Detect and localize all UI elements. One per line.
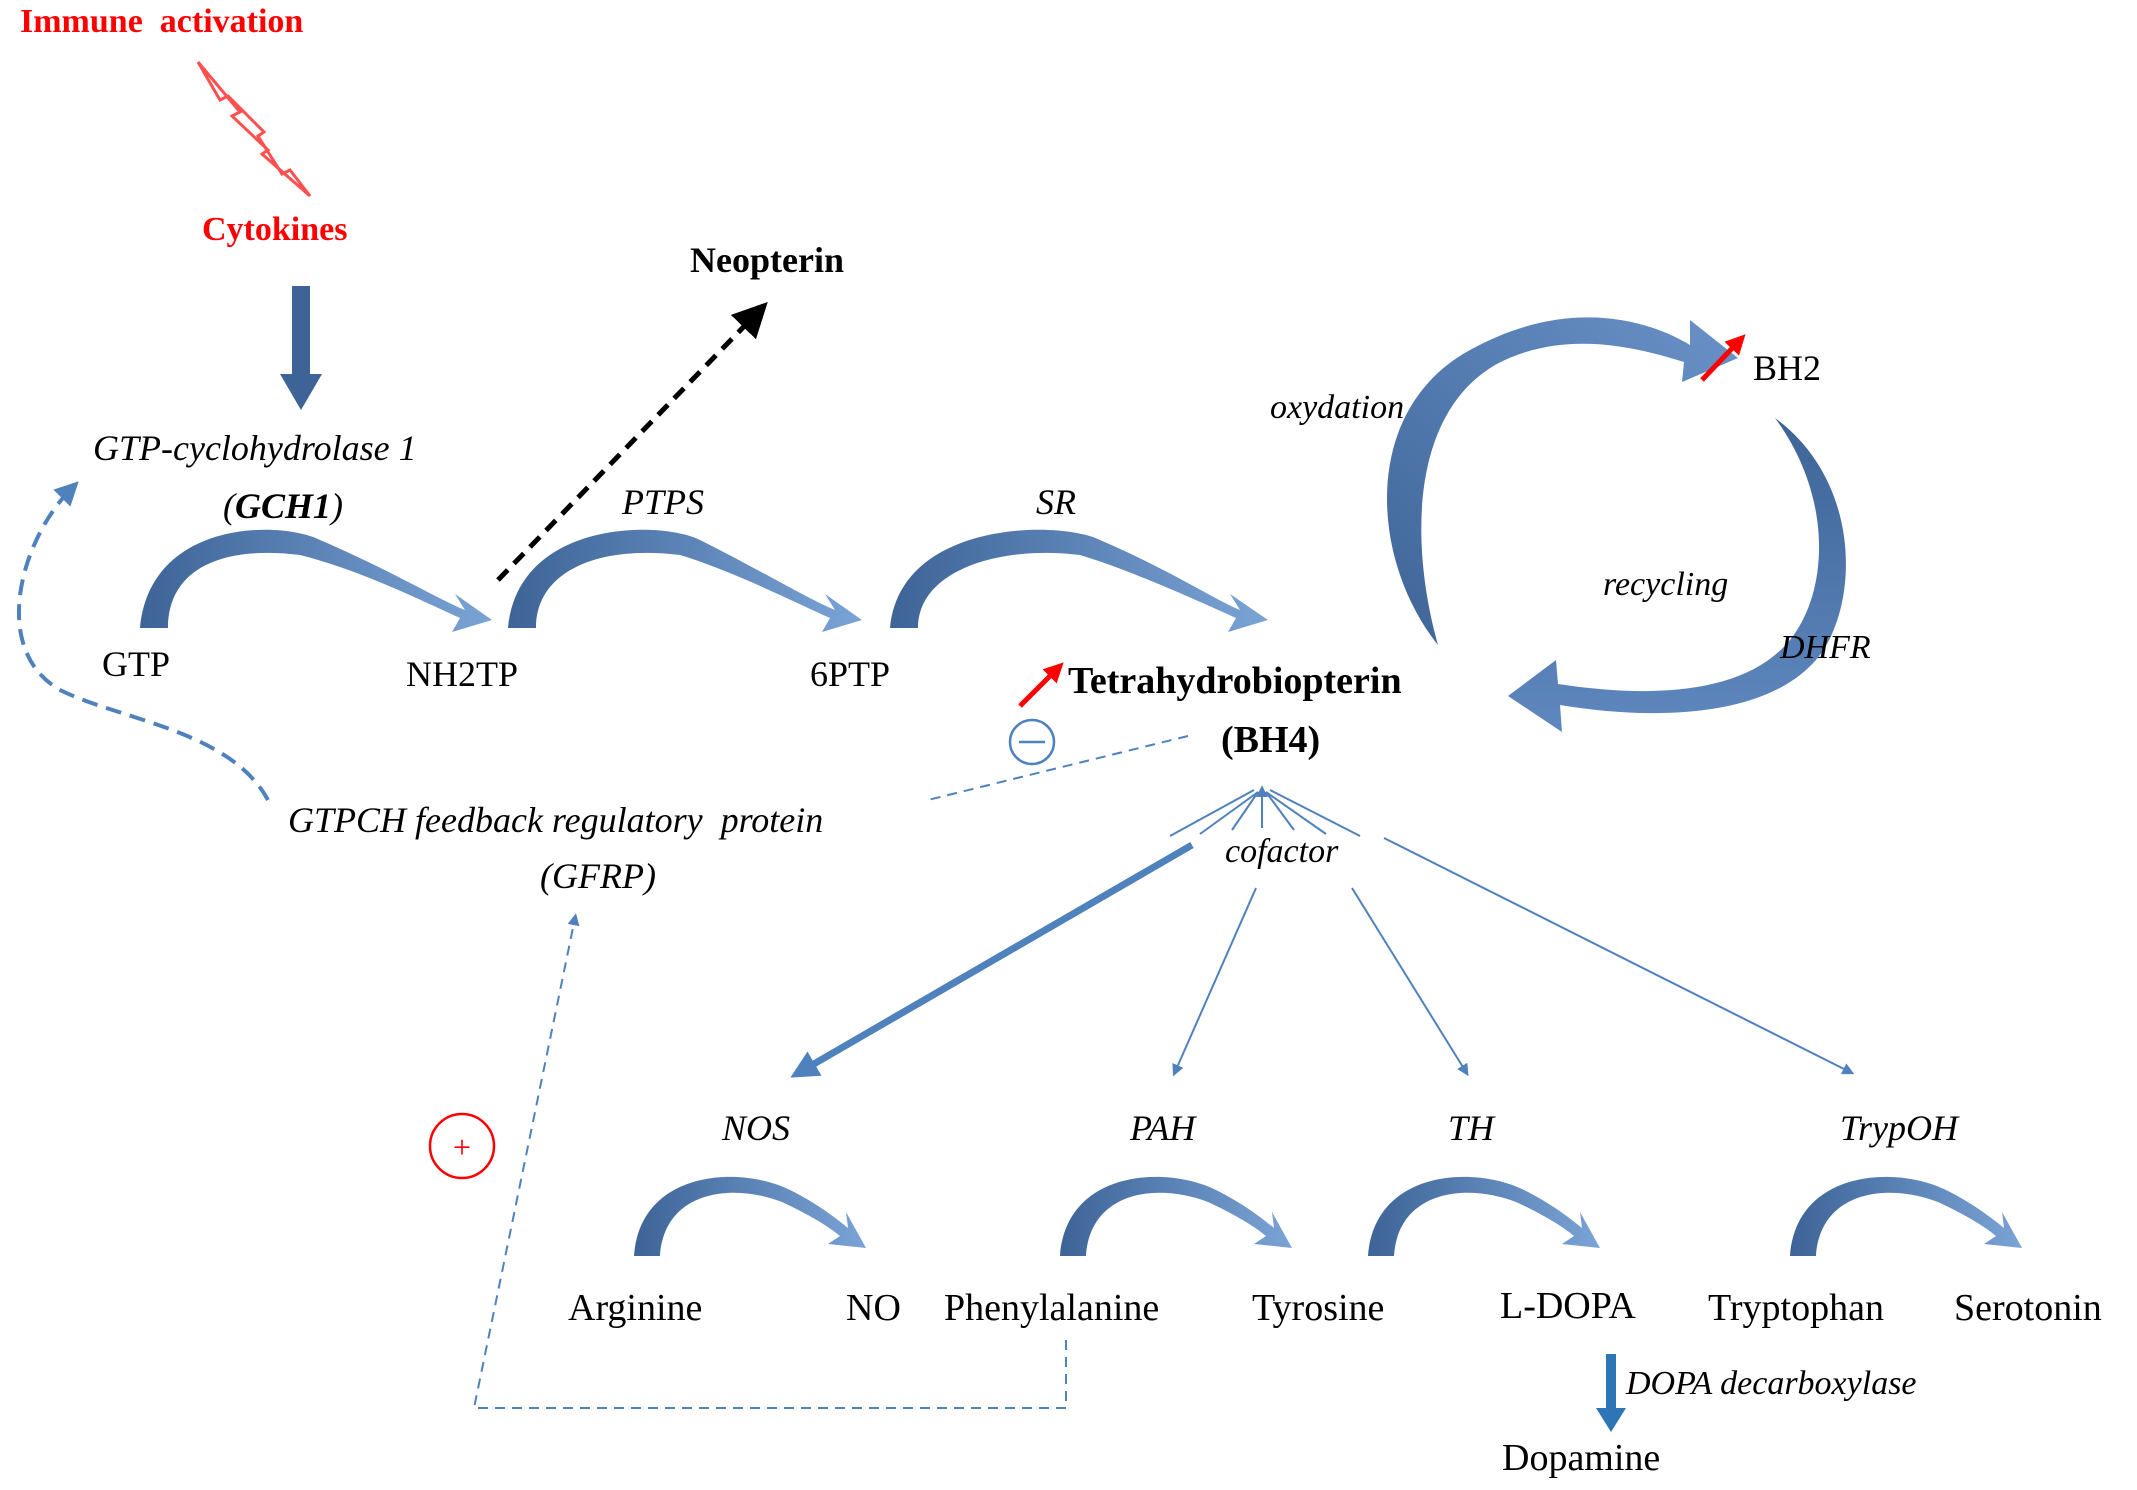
cofactor-to-nos-arrow bbox=[790, 841, 1194, 1078]
immune-activation-label: Immune activation bbox=[20, 3, 303, 40]
cofactor-label: cofactor bbox=[1225, 833, 1339, 870]
gtp-label: GTP bbox=[102, 644, 170, 684]
gfrp-name: GTPCH feedback regulatory protein bbox=[288, 800, 823, 840]
sr-label: SR bbox=[1036, 482, 1076, 522]
th-label: TH bbox=[1448, 1108, 1496, 1148]
phenylalanine-to-tyrosine-arc bbox=[1060, 1176, 1292, 1256]
arginine-label: Arginine bbox=[568, 1287, 702, 1329]
bh4-abbreviation: (BH4) bbox=[1221, 719, 1320, 761]
neopterin-label: Neopterin bbox=[690, 240, 844, 280]
tryptophan-label: Tryptophan bbox=[1708, 1287, 1884, 1329]
pah-label: PAH bbox=[1129, 1108, 1197, 1148]
6ptp-to-bh4-arc bbox=[890, 529, 1268, 632]
cytokine-activation-arrow bbox=[280, 286, 322, 410]
gfrp-abbreviation: (GFRP) bbox=[540, 856, 656, 896]
oxidation-label: oxydation bbox=[1270, 389, 1404, 426]
trypoh-label: TrypOH bbox=[1840, 1108, 1960, 1148]
gch1-name: GTP-cyclohydrolase 1 bbox=[93, 428, 417, 468]
dhfr-label: DHFR bbox=[1779, 629, 1871, 666]
arginine-to-no-arc bbox=[634, 1176, 866, 1256]
lightning-bolt-icon bbox=[196, 61, 312, 198]
nh2tp-to-6ptp-arc bbox=[508, 529, 862, 632]
svg-text:+: + bbox=[453, 1129, 471, 1165]
nos-label: NOS bbox=[721, 1108, 790, 1148]
neopterin-dashed-arrow bbox=[496, 301, 768, 582]
cofactor-to-th-arrow bbox=[1351, 887, 1469, 1077]
gch1-abbreviation: (GCH1) bbox=[223, 486, 343, 526]
cofactor-to-pah-arrow bbox=[1172, 887, 1257, 1077]
dopa-decarboxylase-label: DOPA decarboxylase bbox=[1625, 1365, 1917, 1402]
oxidation-arrow bbox=[1386, 317, 1738, 645]
no-label: NO bbox=[846, 1287, 901, 1329]
cofactor-to-trypoh-arrow bbox=[1383, 837, 1855, 1075]
dopa-decarboxylase-arrow bbox=[1596, 1354, 1626, 1432]
nh2tp-label: NH2TP bbox=[406, 654, 518, 694]
minus-circle-icon bbox=[1008, 718, 1056, 766]
gfrp-to-gch1-feedback-dashed bbox=[16, 481, 270, 801]
bh2-label: BH2 bbox=[1753, 348, 1821, 388]
tryptophan-to-serotonin-arc bbox=[1790, 1176, 2022, 1256]
cytokines-label: Cytokines bbox=[202, 211, 347, 248]
gtp-to-nh2tp-arc bbox=[140, 529, 492, 632]
bh4-to-gfrp-dashed-line bbox=[927, 735, 1189, 801]
ptps-label: PTPS bbox=[621, 482, 704, 522]
phenylalanine-label: Phenylalanine bbox=[944, 1287, 1159, 1329]
tyrosine-to-ldopa-arc bbox=[1368, 1176, 1600, 1256]
6ptp-label: 6PTP bbox=[810, 654, 890, 694]
recycling-label: recycling bbox=[1603, 566, 1728, 603]
plus-circle-icon: + bbox=[428, 1112, 496, 1180]
cofactor-arrows-to-bh4 bbox=[1169, 785, 1361, 837]
ldopa-label: L-DOPA bbox=[1500, 1285, 1636, 1327]
dopamine-label: Dopamine bbox=[1502, 1437, 1660, 1479]
tyrosine-label: Tyrosine bbox=[1252, 1287, 1384, 1329]
red-up-arrow-icon bbox=[1018, 662, 1064, 708]
phenylalanine-to-gfrp-dashed bbox=[472, 913, 1067, 1409]
bh2-red-up-arrow-icon bbox=[1700, 334, 1746, 382]
recycling-arrow bbox=[1508, 418, 1846, 732]
serotonin-label: Serotonin bbox=[1954, 1287, 2102, 1329]
bh4-name: Tetrahydrobiopterin bbox=[1068, 660, 1402, 702]
